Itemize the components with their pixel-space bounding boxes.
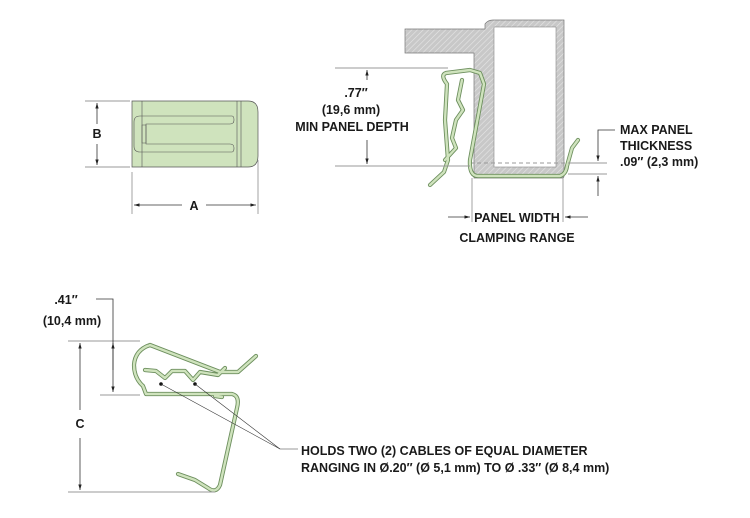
depth-label: MIN PANEL DEPTH bbox=[295, 120, 408, 134]
thickness-value: .09″ (2,3 mm) bbox=[620, 155, 698, 169]
thickness-line2: THICKNESS bbox=[620, 139, 692, 153]
cable-note-line2: RANGING IN Ø.20″ (Ø 5,1 mm) TO Ø .33″ (Ø… bbox=[301, 461, 609, 475]
width-line1: PANEL WIDTH bbox=[474, 211, 560, 225]
leader-line-2 bbox=[194, 383, 281, 450]
clip-profile bbox=[131, 342, 259, 493]
clip-top-view: B A bbox=[85, 100, 259, 214]
dimension-b-label: B bbox=[92, 127, 101, 141]
height-inches: .41″ bbox=[54, 293, 77, 307]
clip-side-view: .41″ (10,4 mm) C HOLDS TWO (2) CABLES OF… bbox=[43, 293, 609, 493]
dimension-c-label: C bbox=[75, 417, 84, 431]
clip-in-panel bbox=[427, 67, 581, 188]
panel-cross-section: .77″ (19,6 mm) MIN PANEL DEPTH MAX PANEL… bbox=[295, 19, 698, 245]
thickness-line1: MAX PANEL bbox=[620, 123, 693, 137]
cable-note-line1: HOLDS TWO (2) CABLES OF EQUAL DIAMETER bbox=[301, 444, 588, 458]
depth-inches: .77″ bbox=[344, 86, 367, 100]
height-mm: (10,4 mm) bbox=[43, 314, 101, 328]
depth-mm: (19,6 mm) bbox=[322, 103, 380, 117]
dimension-a-label: A bbox=[189, 199, 198, 213]
width-line2: CLAMPING RANGE bbox=[459, 231, 574, 245]
